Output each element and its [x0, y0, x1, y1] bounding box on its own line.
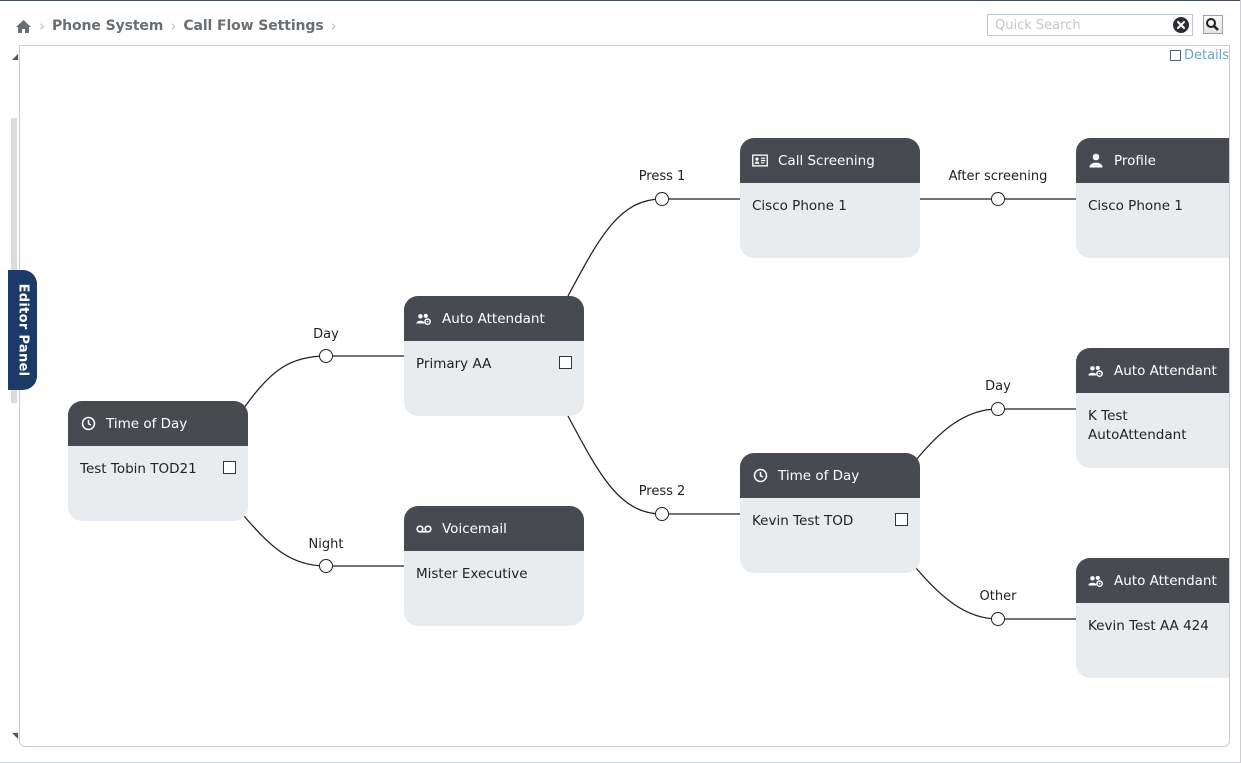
node-auto-attendant-kevin-424[interactable]: Auto Attendant Kevin Test AA 424 [1076, 558, 1229, 678]
details-checkbox[interactable] [1170, 50, 1181, 61]
node-type-label: Time of Day [106, 415, 188, 432]
breadcrumb-separator-icon: › [39, 17, 45, 35]
edge-label-night: Night [308, 537, 344, 552]
node-select-checkbox[interactable] [895, 513, 908, 526]
node-header: Time of Day [68, 401, 248, 446]
scrollbar-thumb[interactable] [11, 118, 17, 403]
node-type-label: Profile [1114, 152, 1156, 169]
breadcrumb-phone-system[interactable]: Phone System [52, 18, 164, 34]
node-name: Cisco Phone 1 [1088, 198, 1183, 214]
details-toggle[interactable]: Details [1170, 48, 1229, 63]
connector-day-kevin [915, 408, 1076, 461]
node-call-screening[interactable]: Call Screening Cisco Phone 1 [740, 138, 920, 258]
node-name: Primary AA [416, 356, 492, 372]
vertical-scrollbar[interactable]: ◢ ◥ [9, 48, 19, 746]
node-select-checkbox[interactable] [223, 461, 236, 474]
node-type-label: Voicemail [442, 520, 507, 537]
node-header: Auto Attendant [1076, 348, 1229, 393]
scroll-up-icon[interactable]: ◢ [12, 52, 19, 61]
node-select-checkbox[interactable] [559, 356, 572, 369]
breadcrumb: › Phone System › Call Flow Settings › [14, 16, 344, 36]
connector-press2 [567, 415, 740, 515]
home-icon[interactable] [14, 18, 32, 34]
quick-search-input[interactable] [995, 17, 1165, 33]
flow-connectors [243, 198, 1076, 620]
node-name: Test Tobin TOD21 [80, 461, 197, 477]
quick-search-box [987, 14, 1193, 36]
details-label[interactable]: Details [1184, 48, 1230, 63]
node-name: Kevin Test TOD [752, 513, 854, 529]
node-header: Call Screening [740, 138, 920, 183]
node-header: Profile [1076, 138, 1229, 183]
connector-knob-day[interactable] [319, 349, 333, 363]
clock-icon [752, 468, 768, 484]
node-header: Auto Attendant [404, 296, 584, 341]
breadcrumb-call-flow-settings[interactable]: Call Flow Settings [183, 18, 324, 34]
node-auto-attendant-primary[interactable]: Auto Attendant Primary AA [404, 296, 584, 416]
call-flow-canvas: Day Night Press 1 Press 2 After screenin… [19, 45, 1230, 747]
connector-knob-press2[interactable] [655, 507, 669, 521]
node-voicemail[interactable]: Voicemail Mister Executive [404, 506, 584, 626]
search-icon [1206, 18, 1219, 31]
search-button[interactable] [1203, 15, 1223, 34]
clear-search-icon[interactable] [1173, 17, 1189, 33]
node-name: Cisco Phone 1 [752, 198, 847, 214]
node-name: Kevin Test AA 424 [1088, 618, 1209, 634]
edge-label-press1: Press 1 [638, 169, 686, 184]
connector-knob-night[interactable] [319, 559, 333, 573]
breadcrumb-separator-icon: › [330, 17, 337, 35]
users-gear-icon [416, 311, 432, 327]
connector-press1 [567, 198, 740, 297]
breadcrumb-separator-icon: › [170, 17, 177, 35]
edge-label-press2: Press 2 [638, 484, 686, 499]
node-auto-attendant-k-test[interactable]: Auto Attendant K Test AutoAttendant [1076, 348, 1229, 468]
node-type-label: Auto Attendant [442, 310, 545, 327]
scroll-down-icon[interactable]: ◥ [12, 731, 19, 740]
node-type-label: Time of Day [778, 467, 860, 484]
node-type-label: Auto Attendant [1114, 362, 1217, 379]
connector-knob-after-screening[interactable] [991, 192, 1005, 206]
editor-panel-label: Editor Panel [15, 283, 31, 377]
clock-icon [80, 416, 96, 432]
node-profile[interactable]: Profile Cisco Phone 1 [1076, 138, 1229, 258]
editor-panel-tab[interactable]: Editor Panel [8, 270, 37, 390]
connector-knob-day-kevin[interactable] [991, 402, 1005, 416]
user-icon [1088, 153, 1104, 169]
id-card-icon [752, 153, 768, 169]
node-time-of-day-kevin[interactable]: Time of Day Kevin Test TOD [740, 453, 920, 573]
node-type-label: Auto Attendant [1114, 572, 1217, 589]
connector-knob-other[interactable] [991, 612, 1005, 626]
connector-knob-press1[interactable] [655, 192, 669, 206]
voicemail-icon [416, 521, 432, 537]
node-type-label: Call Screening [778, 152, 875, 169]
node-name: K Test AutoAttendant [1088, 408, 1187, 443]
users-gear-icon [1088, 573, 1104, 589]
node-time-of-day-root[interactable]: Time of Day Test Tobin TOD21 [68, 401, 248, 521]
users-gear-icon [1088, 363, 1104, 379]
edge-label-day: Day [313, 327, 339, 342]
edge-label-day-kevin: Day [985, 379, 1011, 394]
node-header: Auto Attendant [1076, 558, 1229, 603]
node-header: Voicemail [404, 506, 584, 551]
edge-label-other: Other [979, 589, 1017, 604]
edge-label-after-screening: After screening [948, 169, 1048, 184]
node-header: Time of Day [740, 453, 920, 498]
connector-day [243, 355, 404, 409]
node-name: Mister Executive [416, 566, 528, 582]
top-border [0, 0, 1241, 1]
